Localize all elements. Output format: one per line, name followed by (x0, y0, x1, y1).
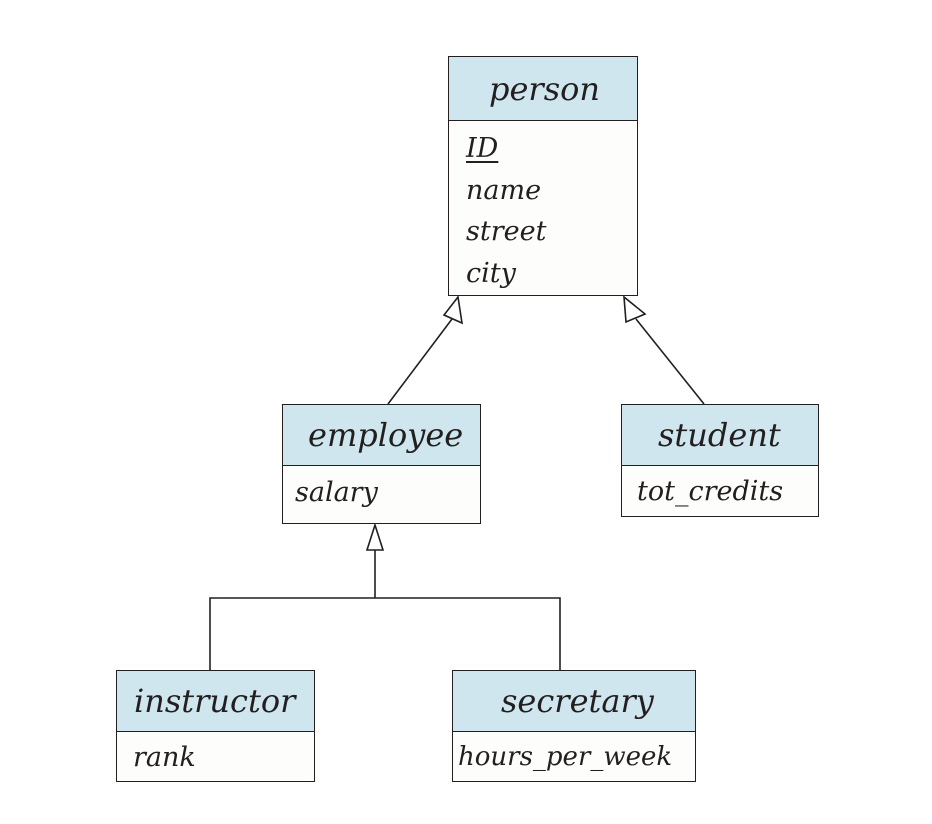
entity-employee-name: employee (283, 405, 480, 466)
entity-secretary: secretary hours_per_week (452, 670, 696, 782)
student-to-person-line (635, 318, 705, 405)
employee-to-person-line (387, 318, 453, 405)
student-to-person-arrowhead (623, 295, 647, 324)
entity-student: student tot_credits (621, 404, 819, 517)
instructor-secretary-to-employee-arrowhead (365, 522, 385, 551)
entity-instructor-name: instructor (117, 671, 314, 732)
entity-student-name: student (622, 405, 818, 466)
entity-instructor-attributes: rank (117, 732, 314, 779)
attribute-id-primary-key: ID (466, 133, 499, 164)
subclass-connector-line (209, 597, 561, 670)
employee-to-person-arrowhead (442, 295, 464, 325)
entity-secretary-name: secretary (453, 671, 695, 732)
entity-secretary-attributes: hours_per_week (453, 732, 695, 778)
attribute-tot-credits: tot_credits (637, 476, 784, 507)
entity-student-attributes: tot_credits (622, 466, 818, 513)
entity-employee: employee salary (282, 404, 481, 524)
attribute-rank: rank (133, 742, 196, 773)
entity-instructor: instructor rank (116, 670, 315, 782)
attribute-salary: salary (295, 477, 378, 508)
entity-person-name: person (449, 57, 637, 121)
entity-employee-attributes: salary (283, 466, 480, 515)
attribute-hours-per-week: hours_per_week (458, 742, 673, 772)
entity-person: person ID name street city (448, 56, 638, 296)
attribute-city: city (466, 257, 516, 289)
entity-person-attributes: ID name street city (449, 121, 637, 294)
attribute-name: name (466, 174, 542, 206)
attribute-street: street (466, 216, 547, 247)
